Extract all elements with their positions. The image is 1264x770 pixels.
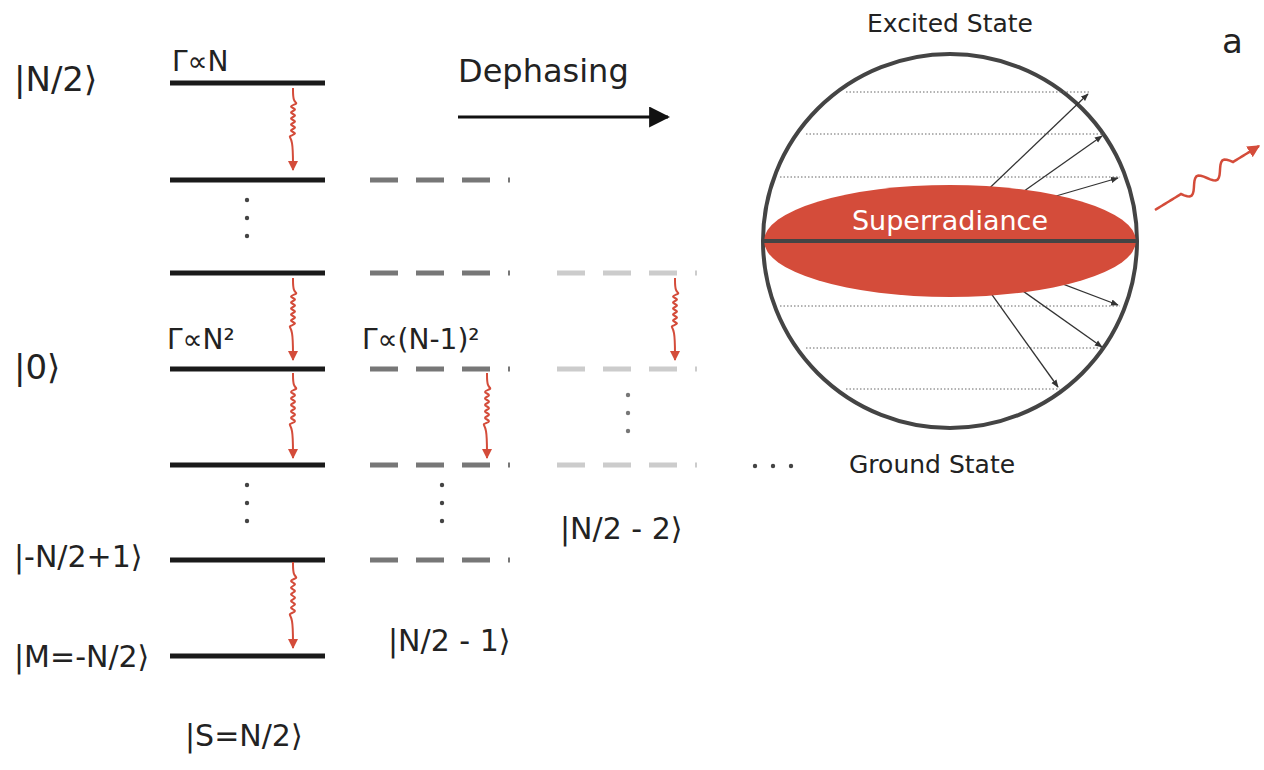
- decay-arrow: [484, 373, 491, 458]
- diagram-label: |N/2 - 2⟩: [560, 512, 682, 545]
- diagram-label: Dephasing: [458, 54, 629, 89]
- photon-arrow: [1155, 146, 1259, 210]
- energy-level: [170, 81, 325, 86]
- ellipsis-dot: [245, 216, 249, 220]
- energy-level: [170, 558, 325, 563]
- ellipsis-dot: [245, 198, 249, 202]
- diagram-label: a: [1222, 23, 1243, 60]
- superradiance-ellipse: Superradiance: [763, 184, 1137, 298]
- diagram-label: |S=N/2⟩: [185, 719, 303, 752]
- ellipsis-dot: [440, 483, 444, 487]
- ellipsis-dot: [626, 429, 630, 433]
- energy-ladder: [170, 83, 793, 656]
- energy-level: [370, 463, 510, 468]
- energy-level: [170, 271, 325, 276]
- decay-arrow: [672, 278, 679, 360]
- energy-level: [557, 271, 697, 276]
- decay-arrow: [290, 88, 297, 170]
- ellipsis-dot: [245, 501, 249, 505]
- energy-level: [370, 271, 510, 276]
- ellipsis-dot: [245, 234, 249, 238]
- diagram-label: Ground State: [849, 451, 1015, 479]
- energy-level: [370, 178, 510, 183]
- diagram-label: Γ∝(N-1)²: [362, 325, 480, 356]
- ellipsis-dot: [440, 519, 444, 523]
- energy-level: [170, 463, 325, 468]
- diagram-label: |N/2 - 1⟩: [388, 624, 510, 657]
- diagram-label: |N/2⟩: [14, 61, 97, 98]
- diagram-label: |-N/2+1⟩: [14, 540, 143, 573]
- energy-level: [370, 558, 510, 563]
- energy-level: [557, 367, 697, 372]
- ellipsis-dot: [771, 464, 775, 468]
- decay-arrow: [290, 373, 297, 458]
- ellipsis-dot: [245, 519, 249, 523]
- decay-arrow: [290, 278, 297, 360]
- ellipsis-dot: [626, 411, 630, 415]
- ellipsis-dot: [789, 464, 793, 468]
- energy-level: [170, 178, 325, 183]
- energy-level: [170, 367, 325, 372]
- ellipse-outline: [763, 184, 1137, 298]
- ellipsis-dot: [440, 501, 444, 505]
- energy-level: [370, 367, 510, 372]
- diagram-label: |M=-N/2⟩: [14, 640, 149, 673]
- node-text: Superradiance: [763, 205, 1137, 236]
- diagram-label: |0⟩: [14, 349, 60, 386]
- diagram-label: Γ∝N²: [167, 325, 235, 356]
- ellipsis-dot: [626, 393, 630, 397]
- energy-level: [170, 654, 325, 659]
- dephasing-arrow: [458, 116, 668, 119]
- ellipsis-dot: [245, 483, 249, 487]
- diagram-label: Excited State: [867, 10, 1033, 38]
- energy-level: [557, 463, 697, 468]
- bloch-sphere: [763, 54, 1137, 428]
- ellipsis-dot: [753, 464, 757, 468]
- decay-arrow: [290, 562, 297, 648]
- diagram-label: Γ∝N: [172, 47, 229, 78]
